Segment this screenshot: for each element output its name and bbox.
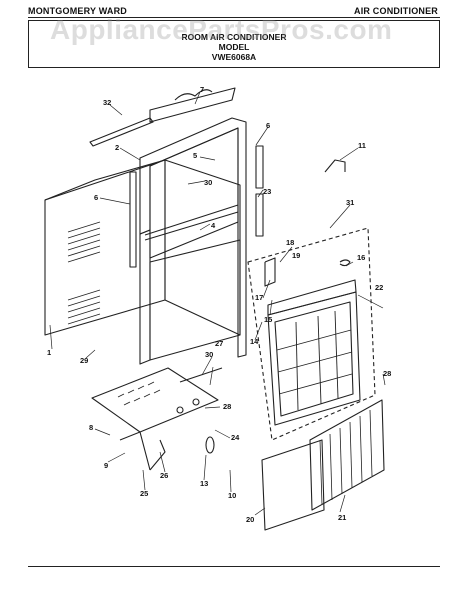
callout-6: 6 [94, 193, 98, 202]
category-label: AIR CONDITIONER [354, 6, 438, 16]
callout-4: 4 [211, 221, 216, 230]
grille-latch [264, 257, 276, 287]
callout-19: 19 [292, 251, 300, 260]
callout-27: 27 [215, 339, 223, 348]
front-grille [267, 279, 361, 426]
callout-7: 7 [200, 85, 204, 94]
callout-25: 25 [140, 489, 148, 498]
side-curtain [261, 399, 385, 531]
knob [205, 436, 215, 454]
callout-23: 23 [263, 187, 271, 196]
footer-rule [28, 566, 440, 567]
callout-29: 29 [80, 356, 88, 365]
callout-26: 26 [160, 471, 168, 480]
callout-8: 8 [89, 423, 93, 432]
support-leg-right [149, 439, 166, 471]
callout-13: 13 [200, 479, 208, 488]
clip [339, 259, 351, 267]
callout-15: 15 [264, 315, 272, 324]
callout-1: 1 [47, 348, 51, 357]
window-frame [139, 117, 247, 365]
side-seal-left [129, 171, 137, 268]
leader-lines [49, 91, 386, 516]
callout-28a: 28 [383, 369, 391, 378]
callout-30a: 30 [204, 178, 212, 187]
title-block: ROOM AIR CONDITIONER MODEL VWE6068A [28, 20, 440, 68]
callout-20: 20 [246, 515, 254, 524]
title-line-model-number: VWE6068A [211, 52, 257, 62]
callout-5: 5 [193, 151, 197, 160]
callout-18: 18 [286, 238, 294, 247]
title-line-product: ROOM AIR CONDITIONER [181, 32, 287, 42]
grille-assembly-outline [247, 227, 376, 441]
callout-31: 31 [346, 198, 354, 207]
foam-seal-lower [255, 193, 264, 237]
top-rail [149, 87, 236, 123]
callout-28b: 28 [223, 402, 231, 411]
bracket [324, 159, 346, 173]
callout-14: 14 [250, 337, 259, 346]
callout-8-top: 6 [266, 121, 270, 130]
callout-16: 16 [357, 253, 365, 262]
callout-17: 17 [255, 293, 263, 302]
cabinet-case [44, 159, 241, 361]
foam-seal-upper [255, 145, 264, 189]
brand-label: MONTGOMERY WARD [28, 6, 127, 16]
title-line-model-label: MODEL [218, 42, 250, 52]
callout-9: 9 [104, 461, 108, 470]
header-rule [28, 17, 440, 18]
callout-2: 2 [115, 143, 119, 152]
watermark: AppliancePartsPros.com [50, 14, 393, 45]
angle-seal-strip [89, 117, 154, 147]
callout-32: 32 [103, 98, 111, 107]
callout-21: 21 [338, 513, 346, 522]
control-panel-base [91, 367, 223, 433]
callout-22: 22 [375, 283, 383, 292]
callout-24: 24 [231, 433, 240, 442]
callout-11: 11 [358, 141, 366, 150]
callout-labels: 32 7 6 2 5 30 23 6 4 11 31 18 19 16 17 2… [47, 85, 391, 524]
callout-30b: 30 [205, 350, 213, 359]
callout-10: 10 [228, 491, 236, 500]
support-leg-left [119, 431, 151, 471]
